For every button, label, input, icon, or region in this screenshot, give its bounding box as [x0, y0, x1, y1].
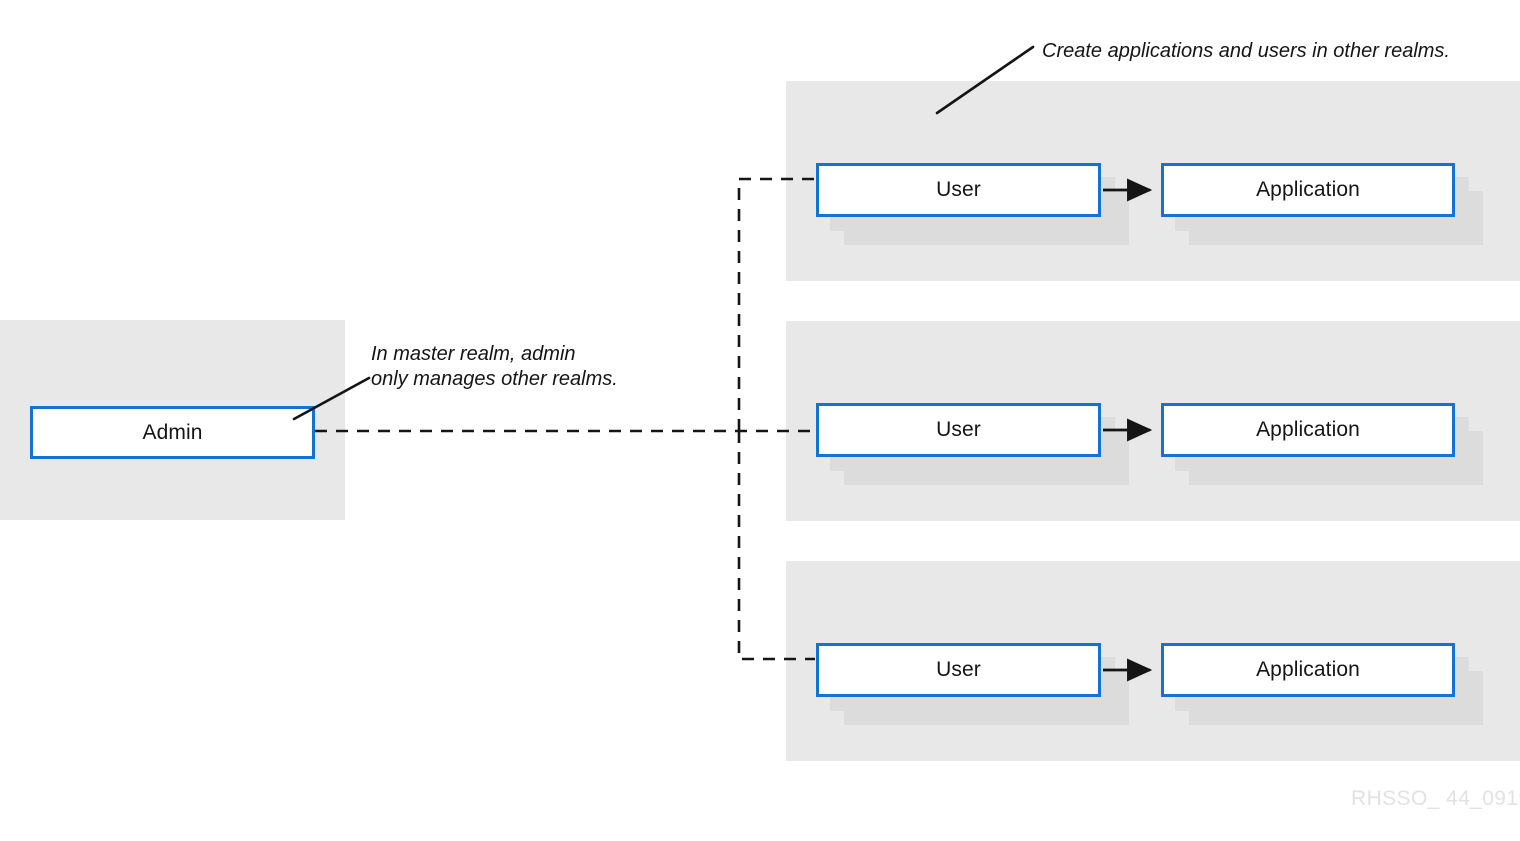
card-face[interactable]: User	[816, 643, 1101, 697]
card-label: Application	[1256, 178, 1360, 201]
card-face[interactable]: Application	[1161, 403, 1455, 457]
card-label: User	[936, 418, 981, 441]
card-application-realm-1[interactable]: Application	[1161, 163, 1483, 245]
card-user-realm-3[interactable]: User	[816, 643, 1129, 725]
card-user-realm-1[interactable]: User	[816, 163, 1129, 245]
card-application-realm-3[interactable]: Application	[1161, 643, 1483, 725]
annotation-create-note: Create applications and users in other r…	[1042, 40, 1450, 62]
card-face[interactable]: Application	[1161, 163, 1455, 217]
card-face[interactable]: User	[816, 163, 1101, 217]
card-label: User	[936, 178, 981, 201]
card-user-realm-2[interactable]: User	[816, 403, 1129, 485]
watermark-label: RHSSO_ 44_0919	[1351, 787, 1520, 810]
dashed-connector-admin-to-realms	[315, 177, 815, 661]
card-label: Application	[1256, 418, 1360, 441]
card-face[interactable]: User	[816, 403, 1101, 457]
card-face[interactable]: Application	[1161, 643, 1455, 697]
annotation-admin-note: In master realm, admin only manages othe…	[371, 343, 618, 390]
card-label: User	[936, 658, 981, 681]
card-application-realm-2[interactable]: Application	[1161, 403, 1483, 485]
card-face[interactable]: Admin	[30, 406, 315, 459]
card-label: Application	[1256, 658, 1360, 681]
card-admin[interactable]: Admin	[30, 406, 315, 459]
card-label: Admin	[142, 420, 203, 444]
